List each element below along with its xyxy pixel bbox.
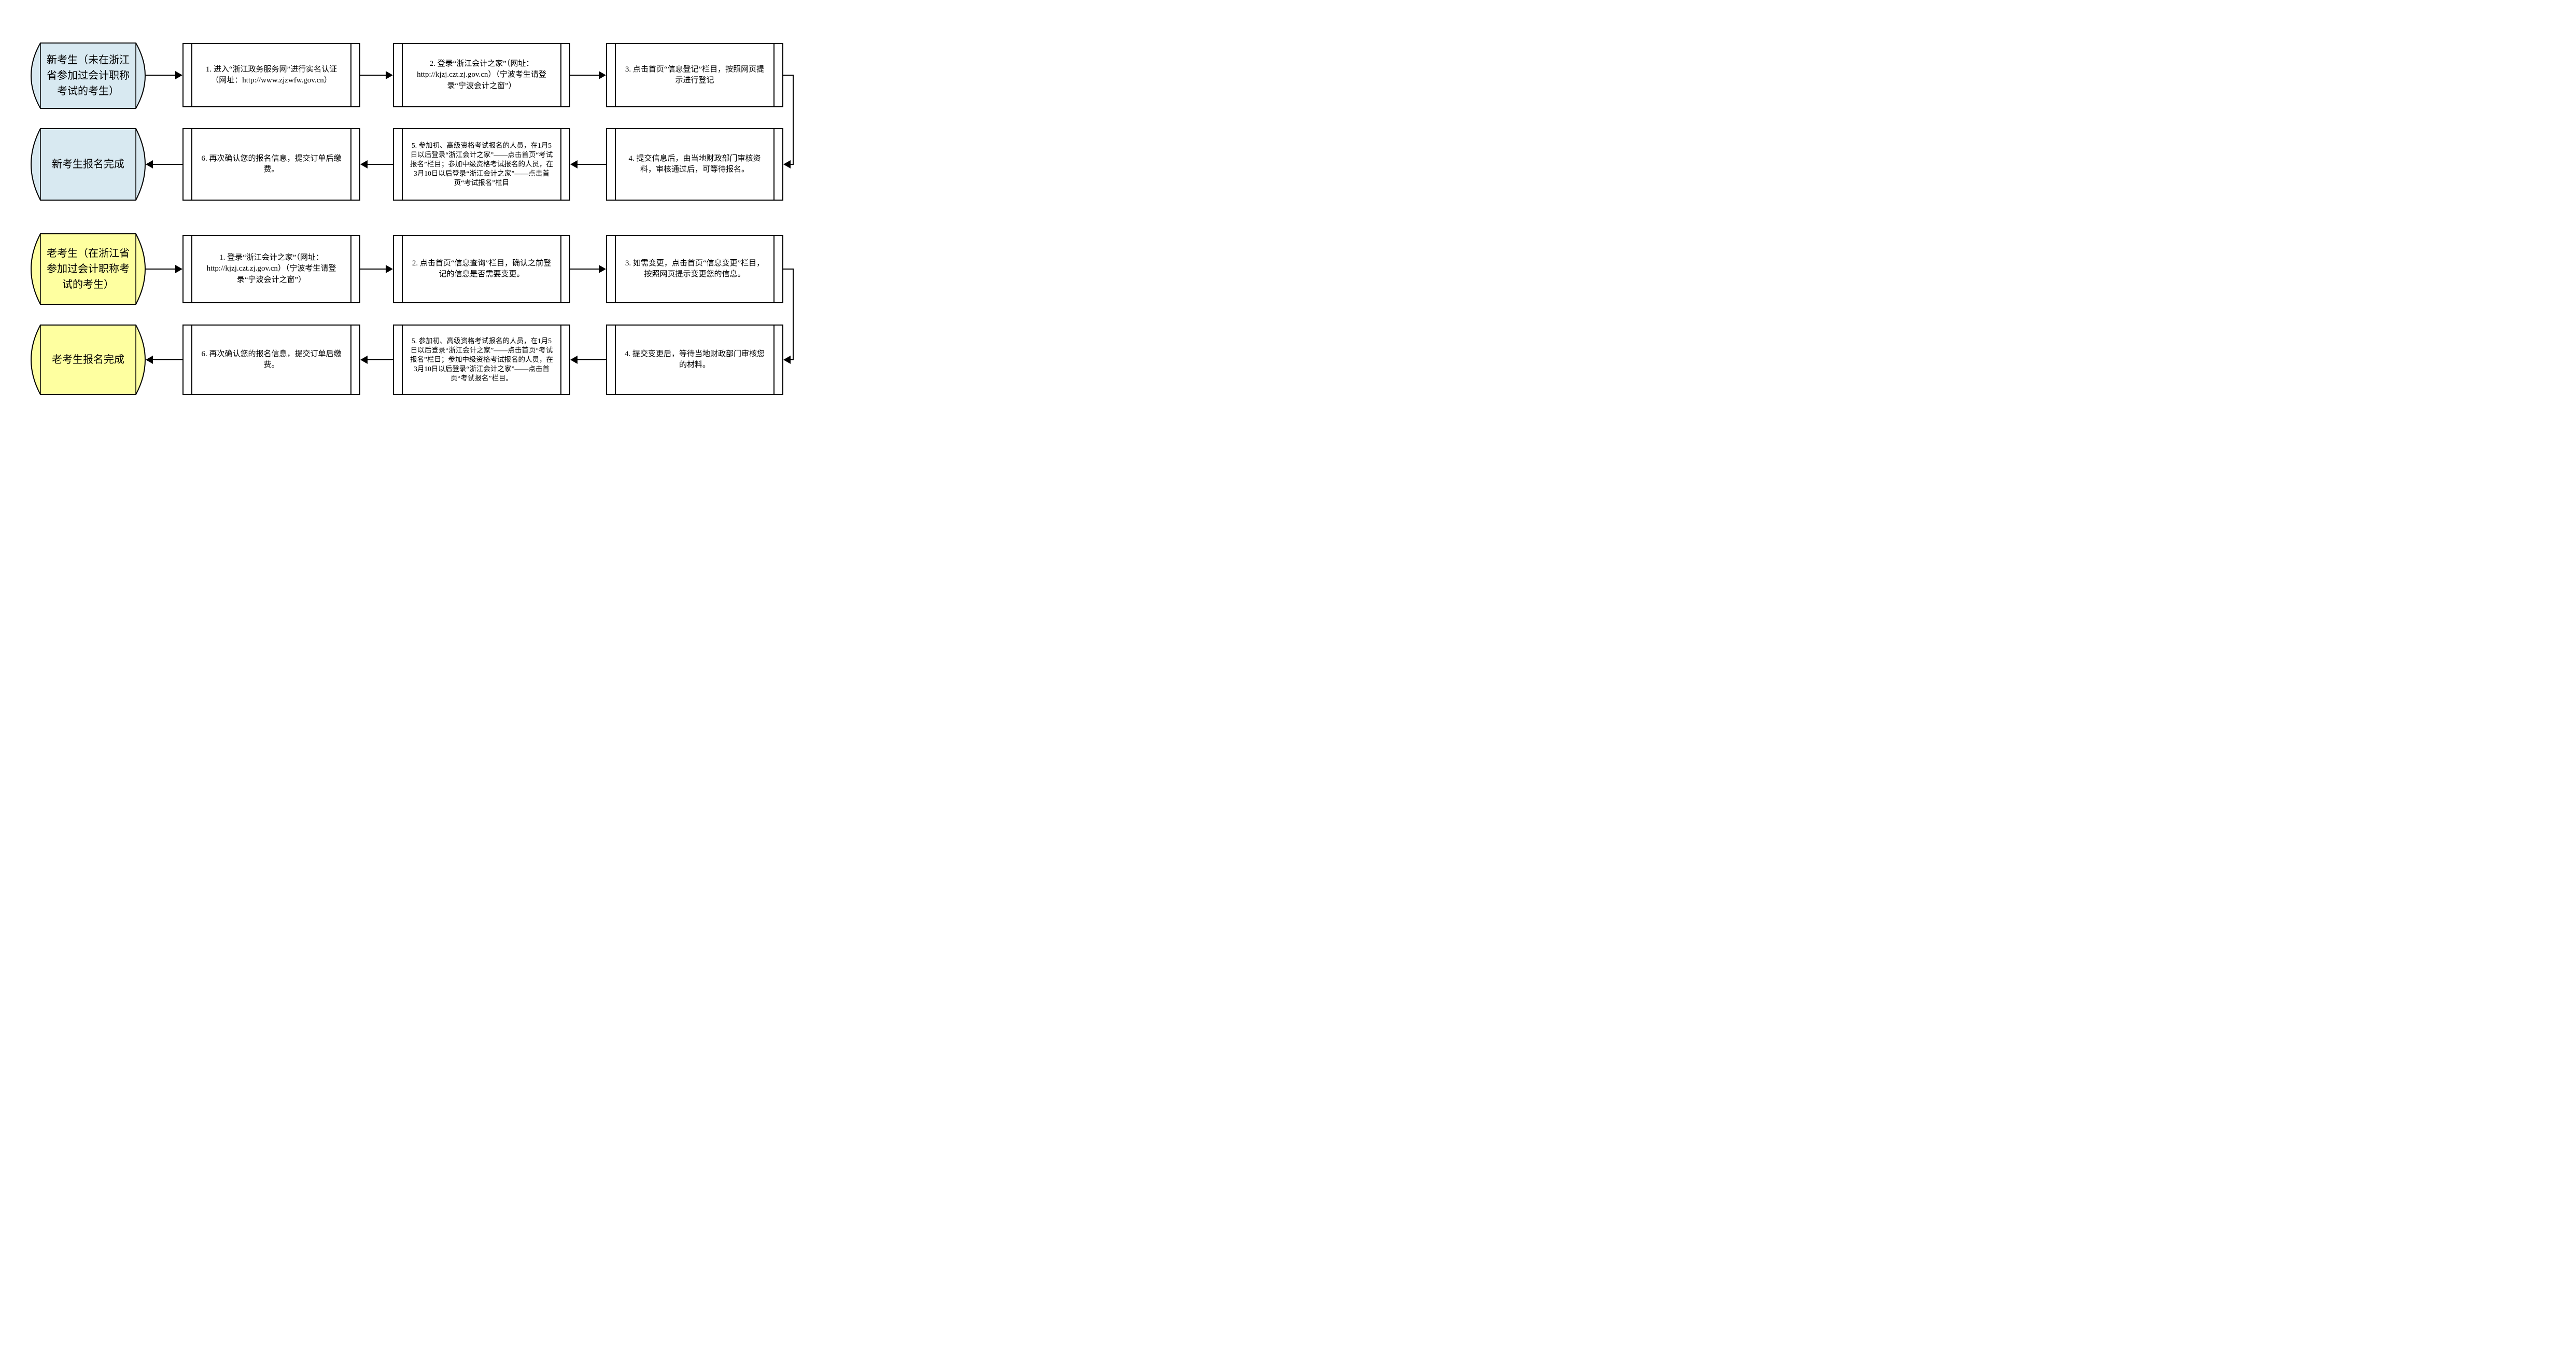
process-step-new-6: 6. 再次确认您的报名信息，提交订单后缴费。	[182, 128, 360, 201]
connector-elbow	[783, 75, 794, 165]
process-step-new-4: 4. 提交信息后，由当地财政部门审核资料，审核通过后，可等待报名。	[606, 128, 783, 201]
process-step-text: 4. 提交变更后，等待当地财政部门审核您的材料。	[624, 349, 765, 369]
process-step-text: 6. 再次确认您的报名信息，提交订单后缴费。	[201, 154, 342, 174]
terminal-new-candidate-end: 新考生报名完成	[31, 128, 146, 201]
cylinder-shape	[31, 128, 146, 201]
arrow-head-right	[386, 71, 393, 79]
terminal-label: 老考生（在浙江省参加过会计职称考试的考生）	[47, 248, 130, 290]
process-step-text: 5. 参加初、高级资格考试报名的人员，在1月5日以后登录“浙江会计之家”——点击…	[410, 141, 553, 187]
arrow-head-left	[570, 160, 578, 168]
arrow-head-right	[599, 71, 606, 79]
arrow-head-left	[783, 160, 791, 168]
process-step-new-2: 2. 登录“浙江会计之家”（网址：http://kjzj.czt.zj.gov.…	[393, 43, 570, 107]
process-step-old-4: 4. 提交变更后，等待当地财政部门审核您的材料。	[606, 325, 783, 395]
terminal-old-candidate-end: 老考生报名完成	[31, 325, 146, 395]
cylinder-shape	[31, 233, 146, 305]
process-step-new-5: 5. 参加初、高级资格考试报名的人员，在1月5日以后登录“浙江会计之家”——点击…	[393, 128, 570, 201]
arrow-head-left	[146, 160, 153, 168]
process-step-old-6: 6. 再次确认您的报名信息，提交订单后缴费。	[182, 325, 360, 395]
terminal-new-candidate-start: 新考生（未在浙江省参加过会计职称考试的考生）	[31, 43, 146, 109]
connector-elbow	[783, 269, 794, 360]
arrow-head-right	[175, 71, 182, 79]
arrow-head-left	[783, 356, 791, 364]
arrow-head-left	[146, 356, 153, 364]
process-step-text: 1. 进入“浙江政务服务网”进行实名认证（网址：http://www.zjzwf…	[205, 65, 337, 84]
arrow-head-right	[386, 265, 393, 273]
process-step-old-1: 1. 登录“浙江会计之家”（网址：http://kjzj.czt.zj.gov.…	[182, 235, 360, 303]
cylinder-shape	[31, 43, 146, 109]
cylinder-shape	[31, 325, 146, 395]
process-step-text: 3. 点击首页“信息登记”栏目，按照网页提示进行登记	[625, 65, 765, 84]
process-step-text: 3. 如需变更，点击首页“信息变更”栏目，按照网页提示变更您的信息。	[625, 259, 765, 278]
process-step-text: 5. 参加初、高级资格考试报名的人员，在1月5日以后登录“浙江会计之家”——点击…	[410, 336, 553, 383]
flowchart-canvas: 新考生（未在浙江省参加过会计职称考试的考生） 1. 进入“浙江政务服务网”进行实…	[0, 0, 805, 427]
process-step-text: 2. 点击首页“信息查询”栏目，确认之前登记的信息是否需要变更。	[412, 259, 552, 278]
arrow-head-left	[360, 356, 368, 364]
terminal-old-candidate-start: 老考生（在浙江省参加过会计职称考试的考生）	[31, 233, 146, 305]
connectors-layer	[146, 71, 794, 364]
process-step-old-5: 5. 参加初、高级资格考试报名的人员，在1月5日以后登录“浙江会计之家”——点击…	[393, 325, 570, 395]
terminal-label: 新考生（未在浙江省参加过会计职称考试的考生）	[47, 54, 130, 97]
process-step-old-2: 2. 点击首页“信息查询”栏目，确认之前登记的信息是否需要变更。	[393, 235, 570, 303]
process-step-new-1: 1. 进入“浙江政务服务网”进行实名认证（网址：http://www.zjzwf…	[182, 43, 360, 107]
process-step-text: 4. 提交信息后，由当地财政部门审核资料，审核通过后，可等待报名。	[628, 154, 761, 174]
terminal-label: 老考生报名完成	[52, 354, 124, 365]
arrow-head-right	[175, 265, 182, 273]
arrow-head-left	[360, 160, 368, 168]
arrow-head-right	[599, 265, 606, 273]
arrow-head-left	[570, 356, 578, 364]
terminal-label: 新考生报名完成	[52, 159, 124, 170]
process-step-old-3: 3. 如需变更，点击首页“信息变更”栏目，按照网页提示变更您的信息。	[606, 235, 783, 303]
process-step-new-3: 3. 点击首页“信息登记”栏目，按照网页提示进行登记	[606, 43, 783, 107]
process-step-text: 1. 登录“浙江会计之家”（网址：http://kjzj.czt.zj.gov.…	[206, 253, 336, 284]
process-step-text: 2. 登录“浙江会计之家”（网址：http://kjzj.czt.zj.gov.…	[417, 60, 546, 90]
process-step-text: 6. 再次确认您的报名信息，提交订单后缴费。	[201, 349, 342, 369]
